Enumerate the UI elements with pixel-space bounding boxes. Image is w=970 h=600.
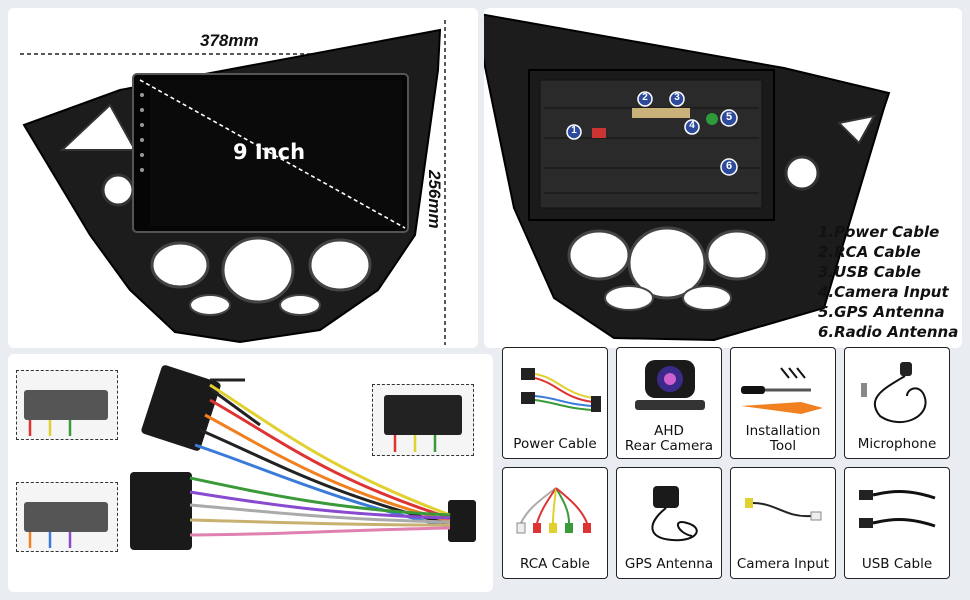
- accessory-installation-tool: Installation Tool: [730, 347, 836, 459]
- parts-list-item: 1.Power Cable: [818, 223, 940, 241]
- callout-5-icon: [720, 109, 738, 127]
- installation-tool-line1: Installation: [745, 423, 821, 439]
- callout-1-label: 1: [571, 125, 577, 136]
- usb-cable-label: USB Cable: [861, 556, 933, 572]
- parts-list: 1.Power Cable 2.RCA Cable 3.USB Cable 4.…: [818, 222, 958, 342]
- callout-6-icon: [720, 158, 738, 176]
- accessory-usb-cable: USB Cable: [844, 467, 950, 579]
- accessory-rca-cable: RCA Cable: [502, 467, 608, 579]
- front-view-drawing: [20, 20, 446, 345]
- callout-1-icon: [566, 124, 582, 140]
- power-cable-label: Power Cable: [513, 436, 597, 452]
- parts-list-item: 5.GPS Antenna: [818, 303, 945, 321]
- power-cable-icon: [521, 368, 601, 412]
- accessory-camera-input: Camera Input: [730, 467, 836, 579]
- screen-size-label: 9 Inch: [233, 140, 306, 164]
- callout-3-label: 3: [674, 92, 680, 103]
- camera-input-label: Camera Input: [736, 556, 830, 572]
- parts-list-item: 3.USB Cable: [818, 263, 921, 281]
- ahd-camera-label: AHD Rear Camera: [617, 424, 721, 454]
- parts-list-item: 4.Camera Input: [818, 283, 949, 301]
- callout-3-icon: [669, 91, 685, 107]
- installation-tool-line2: Tool: [769, 438, 797, 454]
- rca-cable-icon: [516, 487, 591, 534]
- callout-5-label: 5: [725, 111, 733, 123]
- usb-cable-icon: [859, 490, 936, 528]
- accessory-ahd-camera: AHD Rear Camera: [616, 347, 722, 459]
- parts-list-item: 6.Radio Antenna: [818, 323, 959, 341]
- installation-tool-icon: [741, 367, 823, 414]
- gps-port-icon: [706, 113, 718, 125]
- callout-6-label: 6: [725, 160, 733, 172]
- width-dimension-label: 378mm: [200, 31, 259, 50]
- callout-4-icon: [684, 119, 700, 135]
- microphone-label: Microphone: [857, 436, 937, 452]
- camera-input-icon: [745, 498, 822, 521]
- gps-antenna-icon: [651, 486, 698, 542]
- microphone-icon: [861, 362, 927, 423]
- callout-2-icon: [637, 91, 653, 107]
- accessory-microphone: Microphone: [844, 347, 950, 459]
- rear-view-drawing: [484, 13, 891, 342]
- gps-antenna-label: GPS Antenna: [624, 556, 714, 572]
- ahd-camera-line2: Rear Camera: [624, 438, 714, 454]
- parts-list-item: 2.RCA Cable: [818, 243, 921, 261]
- installation-tool-label: Installation Tool: [731, 424, 835, 454]
- wiring-harness-drawing: [24, 365, 476, 550]
- callout-2-label: 2: [642, 92, 648, 103]
- accessory-power-cable: Power Cable: [502, 347, 608, 459]
- accessory-gps-antenna: GPS Antenna: [616, 467, 722, 579]
- callout-4-label: 4: [689, 120, 695, 131]
- rca-cable-label: RCA Cable: [520, 556, 590, 572]
- ahd-camera-line1: AHD: [654, 423, 684, 439]
- rear-camera-icon: [635, 360, 705, 410]
